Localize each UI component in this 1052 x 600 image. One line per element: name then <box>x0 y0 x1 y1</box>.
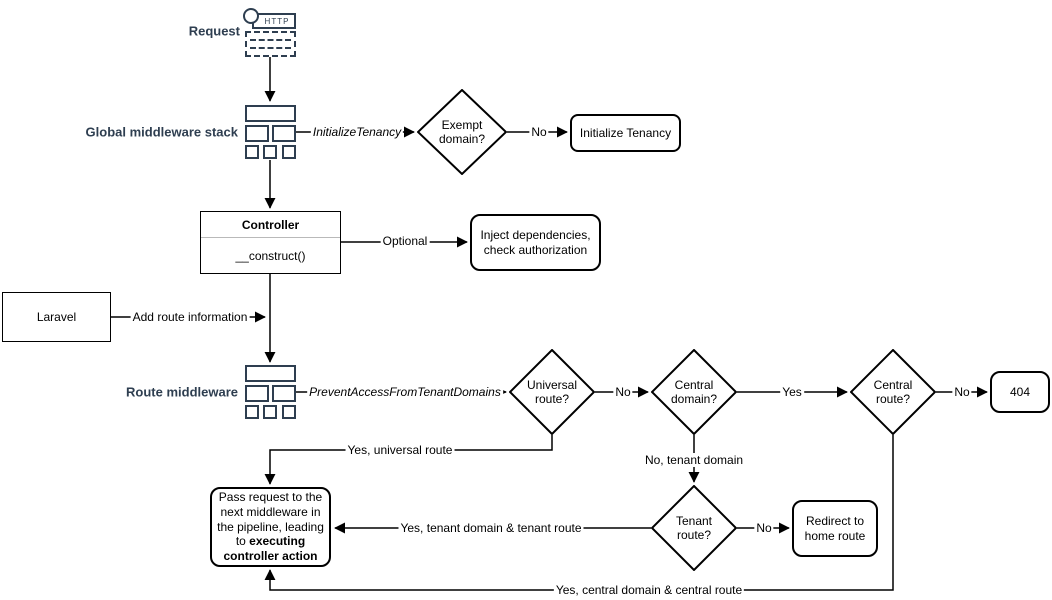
decision-central-route: Central route? <box>850 349 936 435</box>
route-middleware-icon <box>245 365 296 420</box>
request-label: Request <box>188 23 240 39</box>
controller-method: __construct() <box>235 248 306 263</box>
edge-label-yes-central-domain-route: Yes, central domain & central route <box>553 583 745 597</box>
edge-label-exempt-no: No <box>529 125 549 139</box>
edge-label-yes-tenant-domain-route: Yes, tenant domain & tenant route <box>398 521 584 535</box>
edge-label-add-route-information: Add route information <box>130 310 250 324</box>
decision-universal-route: Universal route? <box>509 349 595 435</box>
decision-central-domain-label: Central domain? <box>670 377 718 406</box>
decision-central-domain: Central domain? <box>651 349 737 435</box>
edge-label-central-route-no: No <box>952 385 972 399</box>
edge-label-yes-universal-route: Yes, universal route <box>345 443 455 457</box>
node-laravel-label: Laravel <box>36 310 77 324</box>
edge-label-no-tenant-domain: No, tenant domain <box>642 453 746 467</box>
edge-label-tenant-no: No <box>754 521 774 535</box>
edge-label-central-domain-yes: Yes <box>780 385 804 399</box>
node-inject-dependencies: Inject dependencies, check authorization <box>470 214 601 271</box>
http-badge-label: HTTP <box>264 16 290 26</box>
decision-exempt-domain-label: Exempt domain? <box>438 117 486 146</box>
node-redirect-home: Redirect to home route <box>792 500 878 557</box>
node-pass-request-label: Pass request to the next middleware in t… <box>217 490 324 563</box>
http-request-icon: HTTP <box>243 8 297 57</box>
edge-label-universal-no: No <box>613 385 633 399</box>
edge-label-optional: Optional <box>380 234 430 248</box>
node-initialize-tenancy: Initialize Tenancy <box>570 114 681 152</box>
decision-central-route-label: Central route? <box>873 377 913 406</box>
decision-universal-route-label: Universal route? <box>526 377 577 406</box>
edge-label-prevent-access: PreventAccessFromTenantDomains <box>307 385 503 399</box>
node-404-label: 404 <box>1009 384 1031 399</box>
node-controller: Controller __construct() <box>200 211 341 274</box>
edge-label-initialize-tenancy: InitializeTenancy <box>310 125 404 139</box>
global-middleware-stack-icon <box>245 105 296 160</box>
request-circle-icon <box>243 8 259 24</box>
node-pass-request: Pass request to the next middleware in t… <box>210 487 331 567</box>
decision-tenant-route-label: Tenant route? <box>675 513 713 542</box>
decision-tenant-route: Tenant route? <box>651 485 737 571</box>
node-redirect-home-label: Redirect to home route <box>804 513 866 543</box>
controller-divider <box>201 237 340 238</box>
node-pass-request-bold: executing controller action <box>223 534 318 563</box>
controller-title: Controller <box>241 217 300 232</box>
request-body-icon <box>245 31 296 57</box>
node-laravel: Laravel <box>2 292 111 342</box>
route-middleware-label: Route middleware <box>126 384 238 400</box>
decision-exempt-domain: Exempt domain? <box>417 89 507 175</box>
node-initialize-tenancy-label: Initialize Tenancy <box>579 125 672 140</box>
node-inject-dependencies-label: Inject dependencies, check authorization <box>480 227 591 257</box>
global-middleware-stack-label: Global middleware stack <box>85 124 238 140</box>
node-404: 404 <box>990 371 1050 413</box>
